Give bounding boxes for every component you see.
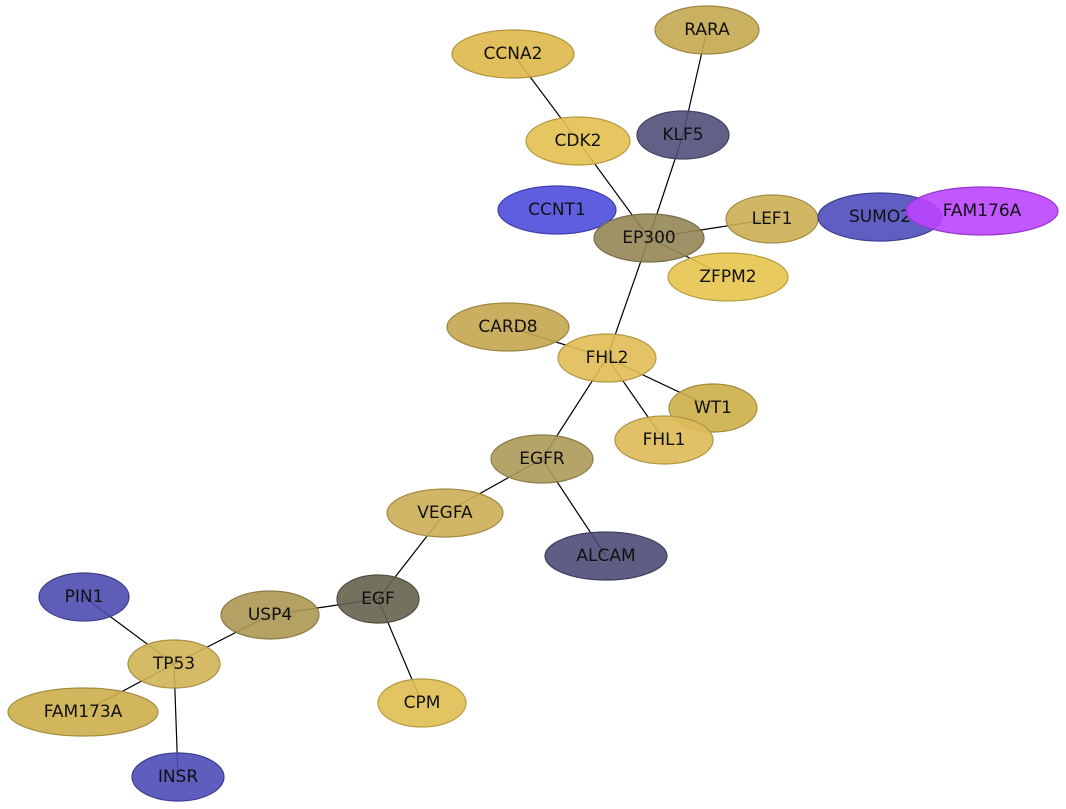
node-label: CCNA2 xyxy=(484,44,543,64)
node-alcam[interactable]: ALCAM xyxy=(544,531,668,581)
node-shape xyxy=(544,531,668,581)
node-shape xyxy=(127,639,221,689)
node-shape xyxy=(336,574,420,624)
node-shape xyxy=(446,302,570,352)
node-shape xyxy=(490,434,594,484)
node-shape xyxy=(220,590,320,640)
node-label: CARD8 xyxy=(478,317,537,337)
node-label: FAM173A xyxy=(44,702,123,722)
node-egfr[interactable]: EGFR xyxy=(490,434,594,484)
node-fam173a[interactable]: FAM173A xyxy=(7,687,159,737)
node-shape xyxy=(905,186,1059,236)
node-cdk2[interactable]: CDK2 xyxy=(525,116,631,166)
node-ccna2[interactable]: CCNA2 xyxy=(451,29,575,79)
node-label: EGF xyxy=(361,589,395,609)
node-shape xyxy=(131,752,225,802)
node-label: CCNT1 xyxy=(528,200,586,220)
node-lef1[interactable]: LEF1 xyxy=(725,194,819,244)
node-cpm[interactable]: CPM xyxy=(377,678,467,728)
node-label: CDK2 xyxy=(555,131,602,151)
node-shape xyxy=(525,116,631,166)
node-label: RARA xyxy=(684,20,730,40)
node-label: ALCAM xyxy=(576,546,635,566)
node-label: ZFPM2 xyxy=(699,267,756,287)
node-shape xyxy=(614,415,714,465)
node-label: FAM176A xyxy=(943,201,1022,221)
node-egf[interactable]: EGF xyxy=(336,574,420,624)
node-label: USP4 xyxy=(248,605,292,625)
node-label: LEF1 xyxy=(752,209,793,229)
node-ep300[interactable]: EP300 xyxy=(593,213,705,263)
node-shape xyxy=(557,333,657,383)
node-label: PIN1 xyxy=(65,587,104,607)
node-label: CPM xyxy=(404,693,441,713)
node-fam176a[interactable]: FAM176A xyxy=(905,186,1059,236)
node-shape xyxy=(667,252,789,302)
node-insr[interactable]: INSR xyxy=(131,752,225,802)
node-shape xyxy=(377,678,467,728)
node-vegfa[interactable]: VEGFA xyxy=(386,488,504,538)
node-ccnt1[interactable]: CCNT1 xyxy=(497,185,617,235)
node-shape xyxy=(497,185,617,235)
node-tp53[interactable]: TP53 xyxy=(127,639,221,689)
node-shape xyxy=(636,110,730,160)
node-usp4[interactable]: USP4 xyxy=(220,590,320,640)
node-shape xyxy=(451,29,575,79)
node-label: FHL2 xyxy=(586,348,629,368)
node-fhl1[interactable]: FHL1 xyxy=(614,415,714,465)
node-card8[interactable]: CARD8 xyxy=(446,302,570,352)
node-klf5[interactable]: KLF5 xyxy=(636,110,730,160)
node-shape xyxy=(7,687,159,737)
node-fhl2[interactable]: FHL2 xyxy=(557,333,657,383)
node-zfpm2[interactable]: ZFPM2 xyxy=(667,252,789,302)
node-label: SUMO2 xyxy=(849,207,911,227)
node-shape xyxy=(654,5,760,55)
node-shape xyxy=(38,572,130,622)
node-label: WT1 xyxy=(694,398,732,418)
node-label: EP300 xyxy=(622,228,675,248)
node-shape xyxy=(593,213,705,263)
node-label: INSR xyxy=(158,767,199,787)
node-label: FHL1 xyxy=(643,430,686,450)
node-label: EGFR xyxy=(519,449,565,469)
node-label: TP53 xyxy=(152,654,195,674)
node-pin1[interactable]: PIN1 xyxy=(38,572,130,622)
node-shape xyxy=(386,488,504,538)
node-label: KLF5 xyxy=(662,125,703,145)
node-rara[interactable]: RARA xyxy=(654,5,760,55)
node-label: VEGFA xyxy=(417,503,473,523)
